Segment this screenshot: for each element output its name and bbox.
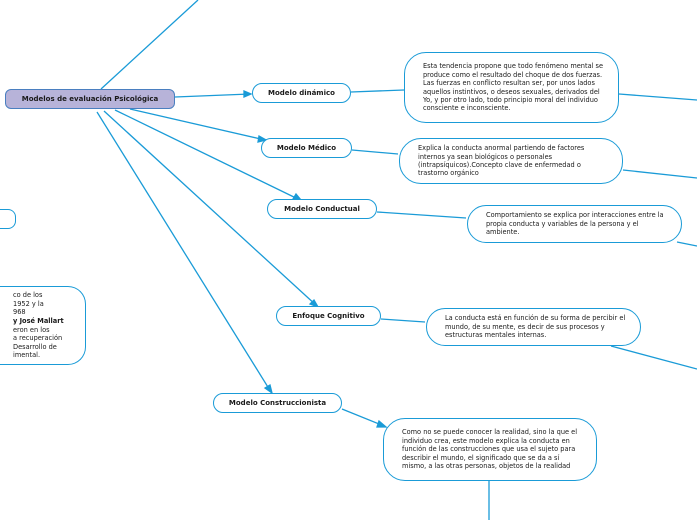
left-partial-line: a recuperación <box>13 334 63 343</box>
left-partial-line: Desarrollo de <box>13 342 57 351</box>
description-text: Comportamiento se explica por interaccio… <box>486 211 664 237</box>
node-label: Modelo dinámico <box>268 89 335 97</box>
edge-root-to-dinamico <box>174 93 251 98</box>
edge-construccionista-to-description <box>341 408 385 427</box>
edge-conductual-to-description <box>376 211 467 219</box>
edge-root-to-offscreen-parent <box>100 0 199 90</box>
arrowhead-cognitivo <box>308 298 320 309</box>
edge-medico-desc-out <box>622 169 697 179</box>
left-partial-node[interactable] <box>0 209 16 229</box>
node-modelo-construccionista[interactable]: Modelo Construccionista <box>213 393 342 413</box>
edge-root-to-medico <box>129 108 266 141</box>
description-text: Como no se puede conocer la realidad, si… <box>402 428 578 471</box>
edge-root-to-conductual <box>114 109 301 201</box>
description-text: La conducta está en función de su forma … <box>445 314 626 340</box>
edge-cognitivo-to-description <box>380 318 426 323</box>
edge-medico-to-description <box>351 149 399 155</box>
description-modelo-medico[interactable]: Explica la conducta anormal partiendo de… <box>399 138 623 184</box>
root-node[interactable]: Modelos de evaluación Psicológica <box>5 89 175 109</box>
root-label: Modelos de evaluación Psicológica <box>21 95 159 103</box>
node-label: Enfoque Cognitivo <box>292 312 365 320</box>
description-modelo-dinamico[interactable]: Esta tendencia propone que todo fenómeno… <box>404 52 619 123</box>
edge-dinamico-to-description <box>350 89 405 93</box>
node-label: Modelo Conductual <box>284 205 360 213</box>
description-modelo-conductual[interactable]: Comportamiento se explica por interaccio… <box>467 205 682 243</box>
arrowhead-construccionista <box>263 383 274 395</box>
arrowhead-construccionista-desc <box>376 419 388 428</box>
description-enfoque-cognitivo[interactable]: La conducta está en función de su forma … <box>426 308 641 346</box>
edge-root-to-construccionista <box>96 111 272 393</box>
description-text: Explica la conducta anormal partiendo de… <box>418 144 585 178</box>
edge-conductual-desc-out <box>676 241 697 247</box>
description-text: Esta tendencia propone que todo fenómeno… <box>423 62 604 113</box>
left-partial-line: co de los <box>13 291 43 300</box>
node-label: Modelo Construccionista <box>228 399 327 407</box>
node-modelo-dinamico[interactable]: Modelo dinámico <box>252 83 351 103</box>
node-modelo-conductual[interactable]: Modelo Conductual <box>267 199 377 219</box>
edge-cognitivo-desc-out <box>610 345 697 370</box>
node-modelo-medico[interactable]: Modelo Médico <box>261 138 352 158</box>
edge-dinamico-desc-out <box>618 93 697 101</box>
description-modelo-construccionista[interactable]: Como no se puede conocer la realidad, si… <box>383 418 597 481</box>
node-label: Modelo Médico <box>276 144 337 152</box>
node-enfoque-cognitivo[interactable]: Enfoque Cognitivo <box>276 306 381 326</box>
left-partial-line: imental. <box>13 351 41 360</box>
left-partial-line: 968 <box>13 308 26 317</box>
edge-root-to-cognitivo <box>103 110 318 307</box>
left-partial-line: y José Mallart <box>13 316 64 325</box>
left-partial-line: 1952 y la <box>13 299 44 308</box>
arrowhead-dinamico <box>243 90 253 98</box>
left-partial-line: eron en los <box>13 325 50 334</box>
